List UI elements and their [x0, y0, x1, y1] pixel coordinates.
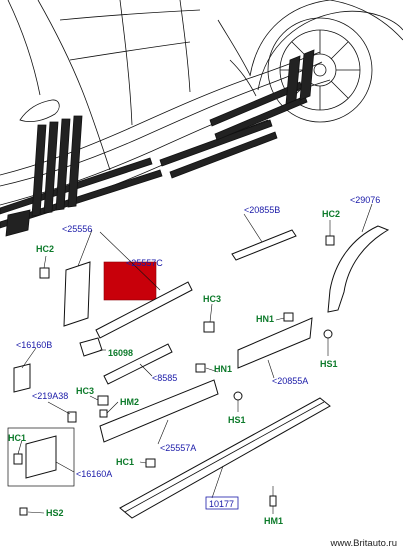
label-clip-hc3-middle[interactable]: HC3: [203, 294, 221, 304]
body-stripe-decals: [0, 49, 315, 237]
label-clip-hc2-right[interactable]: HC2: [322, 209, 340, 219]
highlighted-part-25557c[interactable]: [103, 261, 157, 301]
panel-25556[interactable]: [63, 261, 91, 327]
clip-hc1-left[interactable]: [13, 453, 23, 465]
label-part-25557a[interactable]: <25557A: [160, 443, 196, 453]
label-screw-hs1-middle[interactable]: HS1: [228, 415, 246, 425]
fastener-hn1-top[interactable]: [283, 312, 294, 322]
label-part-16098[interactable]: 16098: [108, 348, 133, 358]
label-nut-hm2[interactable]: HM2: [120, 397, 139, 407]
bolt-hm1[interactable]: [269, 495, 277, 507]
trim-panel-20855a[interactable]: [237, 317, 313, 369]
label-part-25556[interactable]: <25556: [62, 224, 92, 234]
label-screw-hs2[interactable]: HS2: [46, 508, 64, 518]
nut-hm2[interactable]: [99, 409, 108, 418]
clip-hc3-left[interactable]: [97, 395, 109, 406]
clip-hc3-middle[interactable]: [203, 321, 215, 333]
label-screw-hs1-right[interactable]: HS1: [320, 359, 338, 369]
label-box-10177: [205, 496, 239, 510]
label-part-10177[interactable]: 10177: [209, 499, 234, 509]
sill-edge-line: [124, 401, 325, 513]
label-part-25557c[interactable]: <25557C: [126, 258, 163, 268]
bracket-16160a[interactable]: [25, 435, 57, 479]
strip-25557c[interactable]: [95, 281, 193, 339]
label-clip-hc2-left[interactable]: HC2: [36, 244, 54, 254]
label-fastener-hn1-top[interactable]: HN1: [256, 314, 274, 324]
label-part-219a38[interactable]: <219A38: [32, 391, 68, 401]
label-fastener-hn1-middle[interactable]: HN1: [214, 364, 232, 374]
label-part-20855b[interactable]: <20855B: [244, 205, 280, 215]
label-part-20855a[interactable]: <20855A: [272, 376, 308, 386]
label-part-16160b[interactable]: <16160B: [16, 340, 52, 350]
screw-hs1-right[interactable]: [323, 329, 333, 339]
leader-lines: [17, 203, 373, 514]
subassembly-box-16160a: [7, 427, 75, 487]
piece-16098[interactable]: [79, 337, 103, 357]
label-clip-hc1-left[interactable]: HC1: [8, 433, 26, 443]
label-part-29076[interactable]: <29076: [350, 195, 380, 205]
wheel-arch-moulding-29076[interactable]: [327, 225, 390, 313]
fastener-hn1-middle[interactable]: [195, 363, 206, 373]
label-part-16160a[interactable]: <16160A: [76, 469, 112, 479]
screw-hs1-middle[interactable]: [233, 391, 243, 401]
clip-hc2-left[interactable]: [39, 267, 50, 279]
clip-hc1-middle[interactable]: [145, 458, 156, 468]
trim-strip-20855b[interactable]: [231, 229, 297, 261]
label-clip-hc3-left[interactable]: HC3: [76, 386, 94, 396]
screw-hs2[interactable]: [19, 507, 28, 516]
panel-16160b[interactable]: [13, 363, 31, 393]
clip-hc2-right[interactable]: [325, 235, 335, 246]
strip-8585[interactable]: [103, 343, 173, 385]
label-part-8585[interactable]: <8585: [152, 373, 177, 383]
clip-219a38[interactable]: [67, 411, 77, 423]
watermark-text: www.Britauto.ru: [330, 538, 397, 549]
sill-panel-25557a[interactable]: [99, 379, 219, 443]
label-bolt-hm1[interactable]: HM1: [264, 516, 283, 526]
label-clip-hc1-middle[interactable]: HC1: [116, 457, 134, 467]
